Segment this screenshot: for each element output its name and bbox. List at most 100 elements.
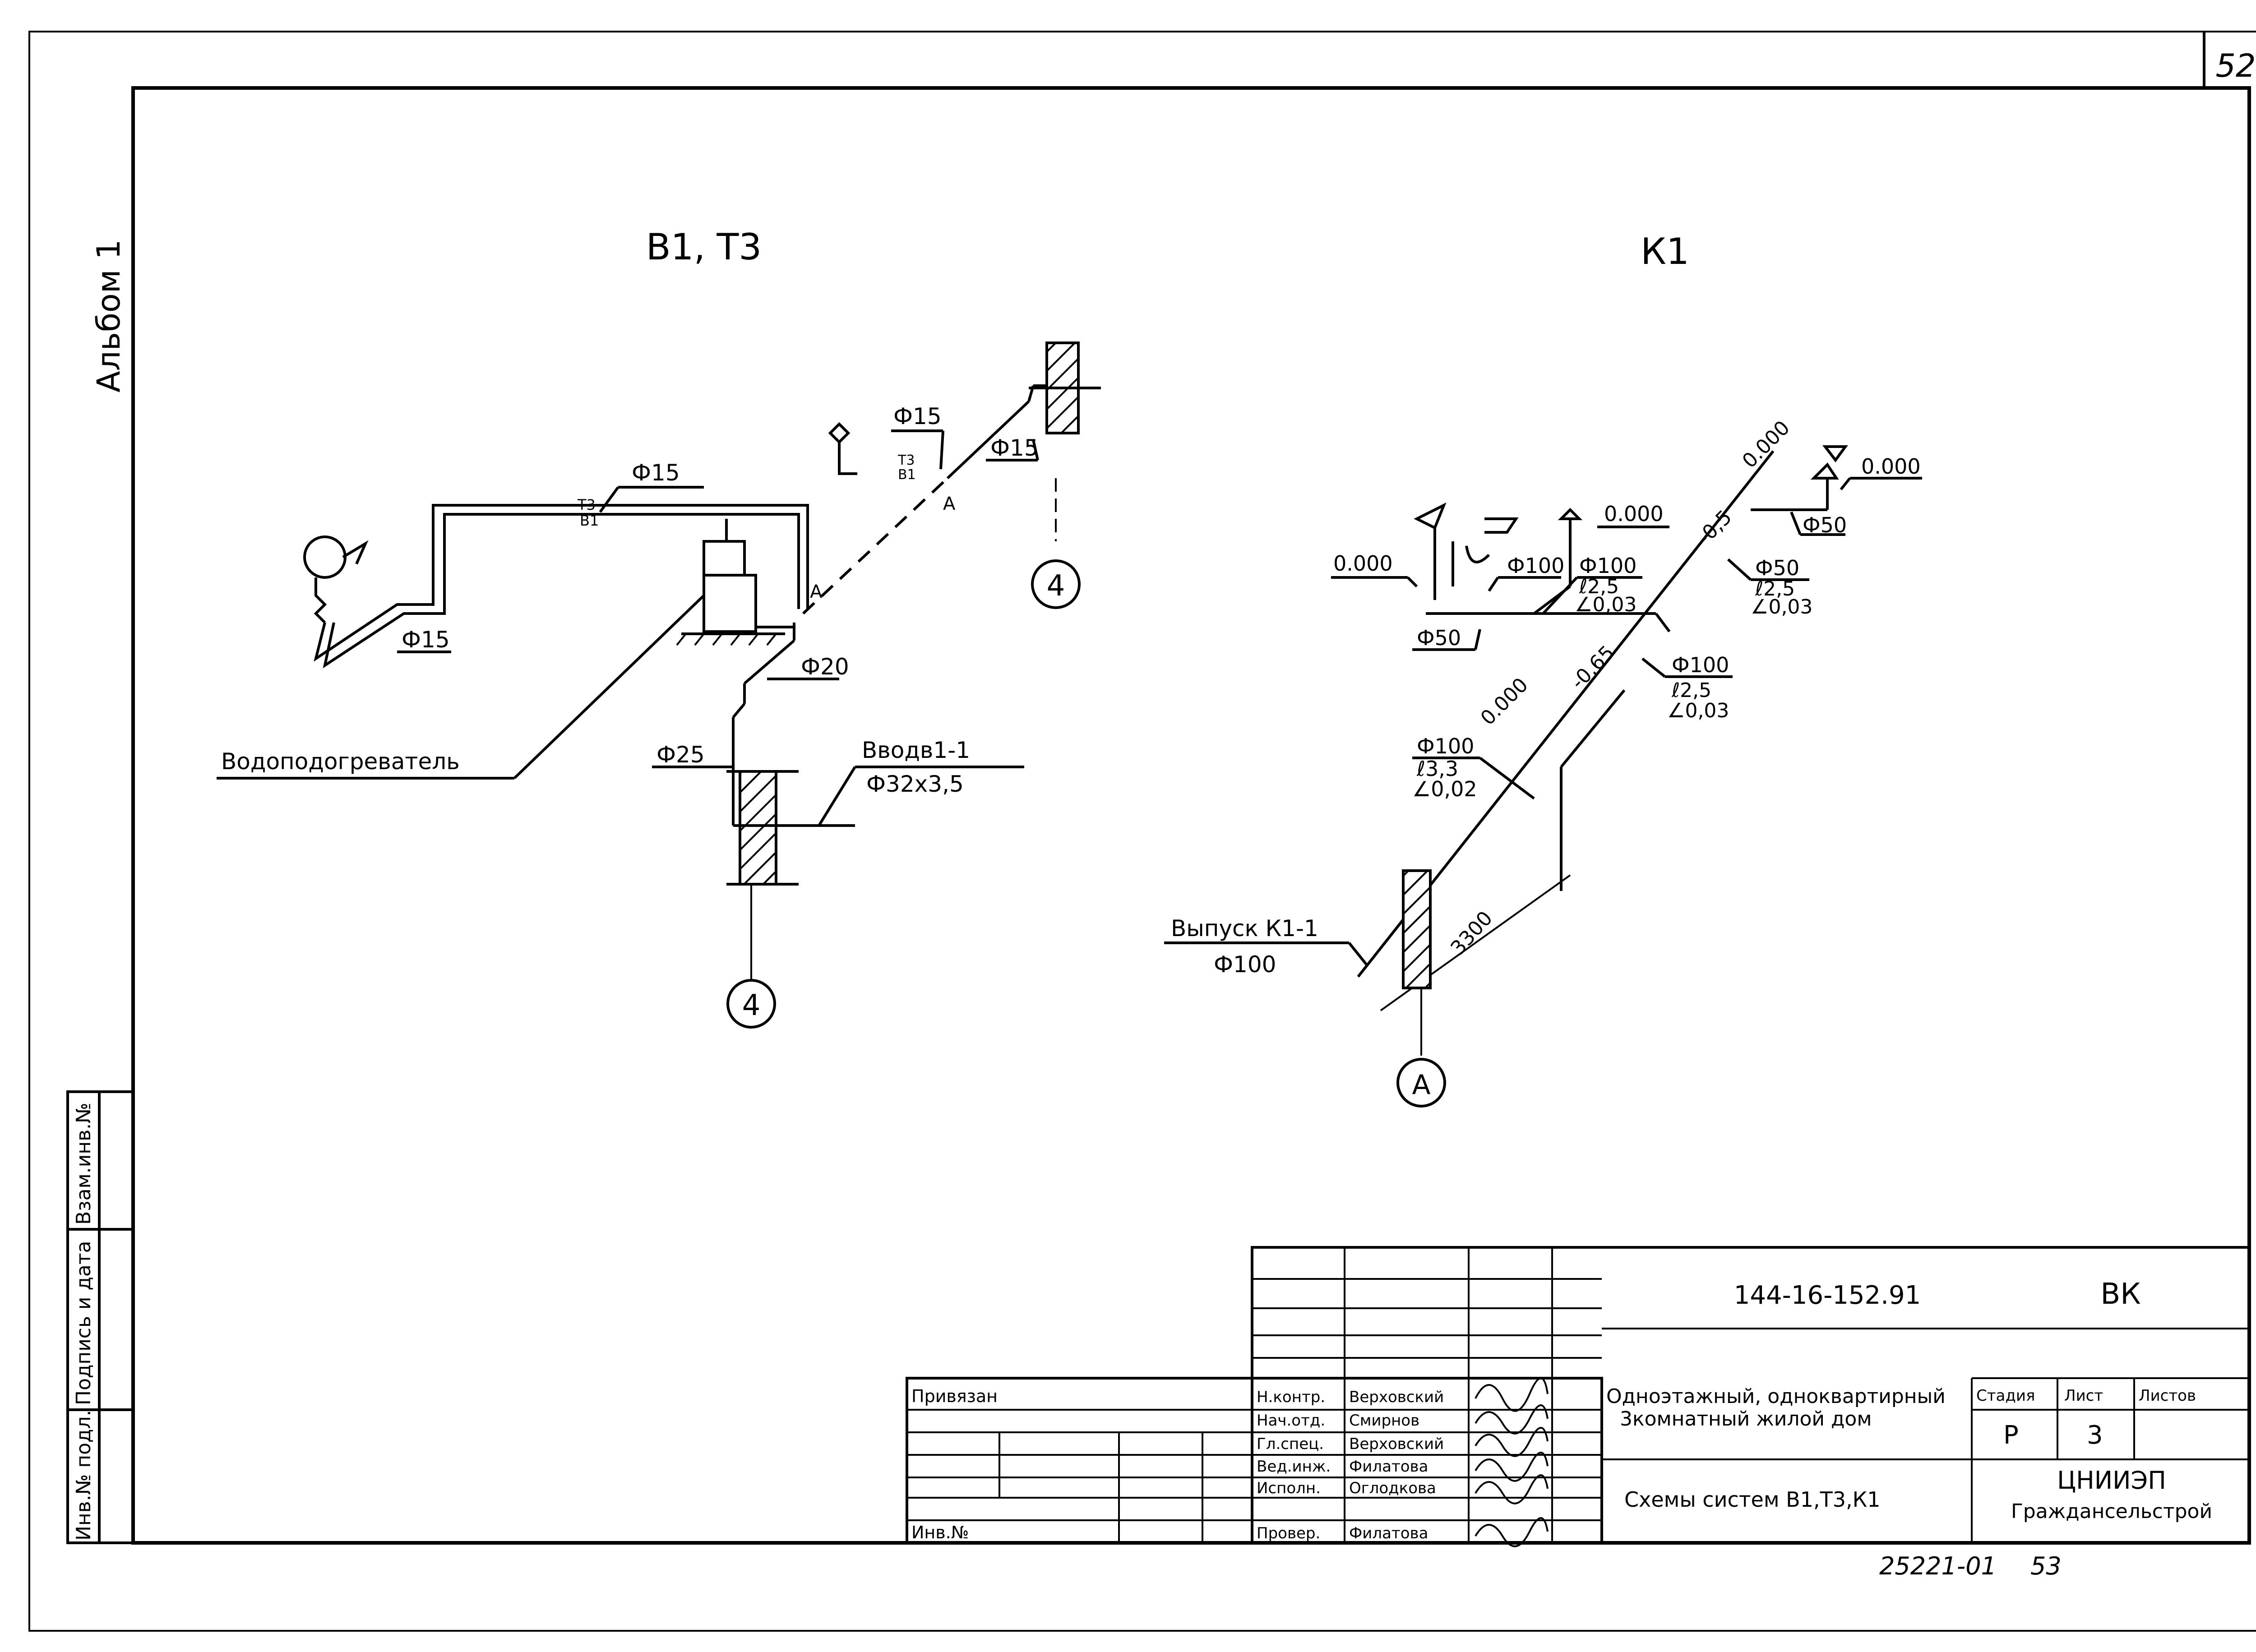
- level-label-1: 0.000: [1333, 551, 1393, 576]
- inv-podl-label: Инв.№ подл.: [72, 1410, 95, 1541]
- inner-frame: [131, 86, 2251, 1545]
- level-label-4: 0.000: [1738, 416, 1794, 473]
- signature-5: [1475, 1517, 1549, 1547]
- axis-marker-bottom: [726, 979, 776, 1029]
- doc-code: 144-16-152.91: [1734, 1281, 1921, 1310]
- sheet-value: 3: [2087, 1421, 2103, 1450]
- sheets-header: Листов: [2139, 1387, 2196, 1405]
- page-number: 52: [2215, 47, 2256, 84]
- signature-2: [1475, 1427, 1549, 1457]
- len-label-a: ℓ2,5: [1579, 575, 1619, 598]
- signature-4: [1475, 1474, 1549, 1504]
- stage-header: Стадия: [1976, 1387, 2035, 1405]
- slope-label-d: ∠0,02: [1412, 777, 1477, 801]
- t3-label-a: Т3: [577, 496, 596, 513]
- sink-icon: [1484, 517, 1519, 534]
- d100-label-b: Ф100: [1579, 554, 1637, 578]
- axis-marker-a: [1396, 1058, 1446, 1107]
- d20-label: Ф20: [801, 654, 849, 680]
- level-label-3: 0.000: [1476, 674, 1533, 730]
- d15-label-b: Ф15: [402, 627, 450, 653]
- washbasin-icon: [1414, 502, 1447, 530]
- org-name-2: Граждансельстрой: [2011, 1500, 2212, 1523]
- signature-1: [1475, 1404, 1549, 1435]
- wall-section-k1: [1402, 869, 1432, 989]
- floor-drain-icon: [1558, 508, 1583, 520]
- name-2: Верховский: [1349, 1435, 1444, 1453]
- slope-label-c: ∠0,03: [1667, 699, 1729, 722]
- wall-section-bottom: [739, 770, 777, 886]
- role-5: Провер.: [1257, 1524, 1320, 1542]
- level-label-5: 0.000: [1861, 454, 1921, 479]
- name-4: Оглодкова: [1349, 1479, 1436, 1497]
- name-5: Филатова: [1349, 1524, 1428, 1542]
- d50-label-a: Ф50: [1417, 626, 1461, 650]
- axis-bottom-label: 4: [742, 989, 761, 1022]
- heater-top: [703, 540, 746, 577]
- water-heater-icon: [703, 574, 757, 633]
- scheme-k1: К1 3300 А Выпуск К1-1 Ф100 Ф100 ℓ3,3 ∠0,…: [1164, 231, 1922, 1107]
- level-label-2: 0.000: [1604, 502, 1664, 526]
- heater-label: Водоподогреватель: [221, 748, 460, 775]
- len-label-d: ℓ3,3: [1416, 757, 1458, 781]
- outlet-label: Выпуск К1-1: [1171, 915, 1318, 941]
- scheme-b1-t3: В1, Т3 Ф15 Т3 В1 Ф15 Водоподогреватель Ф…: [217, 226, 1101, 1029]
- sheet-header: Лист: [2064, 1387, 2103, 1405]
- d25-label: Ф25: [656, 742, 705, 768]
- len-label-b: ℓ2,5: [1755, 577, 1795, 600]
- d50-label-b: Ф50: [1755, 556, 1799, 580]
- sign-date-label: Подпись и дата: [72, 1241, 95, 1405]
- inlet-pipe-label: Ф32х3,5: [866, 771, 964, 797]
- d15-label-c: Ф15: [893, 403, 942, 429]
- a-mark-2: А: [943, 494, 956, 514]
- project-name-1: Одноэтажный, одноквартирный: [1606, 1385, 1946, 1408]
- slope-label-b: ∠0,03: [1751, 595, 1812, 618]
- axis-marker-top: [1031, 559, 1081, 609]
- outer-frame: [28, 31, 2256, 1632]
- b1-label-a: В1: [580, 512, 599, 529]
- sheet-title: Схемы систем В1,Т3,К1: [1624, 1487, 1881, 1512]
- title-block: 144-16-152.91 ВК Привязан Инв.№ Н.контр.…: [906, 1246, 2251, 1547]
- d15-label-a: Ф15: [632, 460, 680, 486]
- section-code: ВК: [2100, 1278, 2140, 1311]
- t3-label-b: Т3: [897, 452, 915, 468]
- name-3: Филатова: [1349, 1458, 1428, 1476]
- signature-0: [1475, 1377, 1549, 1412]
- stage-value: Р: [2003, 1421, 2019, 1450]
- d100-label-c: Ф100: [1672, 653, 1729, 677]
- name-1: Смирнов: [1349, 1412, 1419, 1430]
- d100-label-a: Ф100: [1507, 554, 1564, 578]
- sink-valve-icon: [828, 422, 851, 444]
- a-mark-1: А: [810, 581, 823, 602]
- d100-label-d: Ф100: [1417, 734, 1474, 758]
- axis-a-label: А: [1412, 1069, 1430, 1101]
- footer-page: 53: [2030, 1552, 2062, 1580]
- d15-label-d: Ф15: [990, 435, 1039, 461]
- album-label: Альбом 1: [90, 240, 127, 392]
- role-1: Нач.отд.: [1257, 1412, 1325, 1430]
- shower-icon: [303, 535, 347, 579]
- org-name-1: ЦНИИЭП: [2057, 1466, 2166, 1495]
- signature-3: [1475, 1452, 1549, 1482]
- axis-top-label: 4: [1047, 569, 1065, 603]
- slope-label-a: ∠0,03: [1575, 593, 1637, 616]
- level-neg065-label: -0,65: [1567, 641, 1619, 694]
- b1-label-b: В1: [898, 467, 916, 483]
- toilet-icon: [1810, 462, 1839, 480]
- inlet-label: Вводв1-1: [862, 737, 970, 763]
- project-name-2: 3комнатный жилой дом: [1620, 1407, 1872, 1431]
- footer-code: 25221-01: [1879, 1552, 1997, 1580]
- inv-no-label: Инв.№: [911, 1523, 969, 1542]
- scheme-left-title: В1, Т3: [646, 226, 762, 268]
- privyazan-label: Привязан: [911, 1386, 998, 1406]
- role-3: Вед.инж.: [1257, 1458, 1331, 1476]
- scheme-right-title: К1: [1641, 231, 1689, 272]
- role-2: Гл.спец.: [1257, 1435, 1324, 1453]
- len-label-c: ℓ2,5: [1671, 679, 1711, 702]
- role-4: Исполн.: [1257, 1479, 1321, 1497]
- valve-icon: [314, 577, 327, 624]
- name-0: Верховский: [1349, 1388, 1444, 1406]
- outlet-pipe-label: Ф100: [1214, 951, 1276, 978]
- role-0: Н.контр.: [1257, 1388, 1325, 1406]
